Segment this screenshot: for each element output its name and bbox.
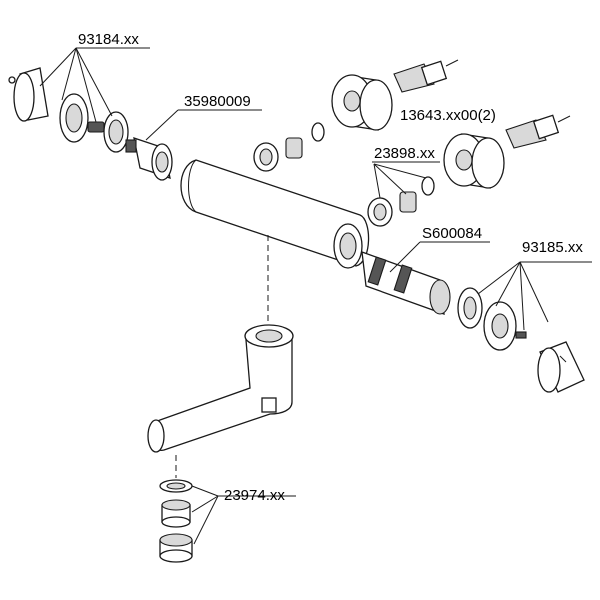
left-cartridge-leader-line [145, 109, 262, 141]
spout [147, 324, 294, 453]
seal-set-leader-lines [372, 161, 440, 199]
label-23974: 23974.xx [224, 487, 285, 504]
aerator-set [159, 479, 193, 563]
upper-connector [393, 59, 459, 93]
thermostatic-cartridge-leader-line [389, 241, 490, 273]
left-trim-set [8, 67, 129, 153]
thermostatic-cartridge [333, 223, 451, 315]
label-13643: 13643.xx00(2) [400, 107, 496, 124]
lower-connector [505, 114, 571, 149]
label-93184: 93184.xx [78, 31, 139, 48]
right-handle [537, 341, 585, 393]
left-trim-leader-lines [39, 47, 150, 123]
right-trim-leader-lines [477, 261, 592, 331]
mixer-body [180, 159, 370, 267]
label-93185: 93185.xx [522, 239, 583, 256]
right-trim-set [457, 287, 527, 351]
lower-nut [367, 176, 435, 227]
label-35980009: 35980009 [184, 93, 251, 110]
upper-nut [253, 122, 325, 172]
label-23898: 23898.xx [374, 145, 435, 162]
left-cartridge [125, 137, 173, 181]
lower-rosette [443, 133, 505, 189]
upper-rosette [331, 74, 393, 131]
aerator-leader-lines [191, 485, 296, 545]
label-s600084: S600084 [422, 225, 482, 242]
